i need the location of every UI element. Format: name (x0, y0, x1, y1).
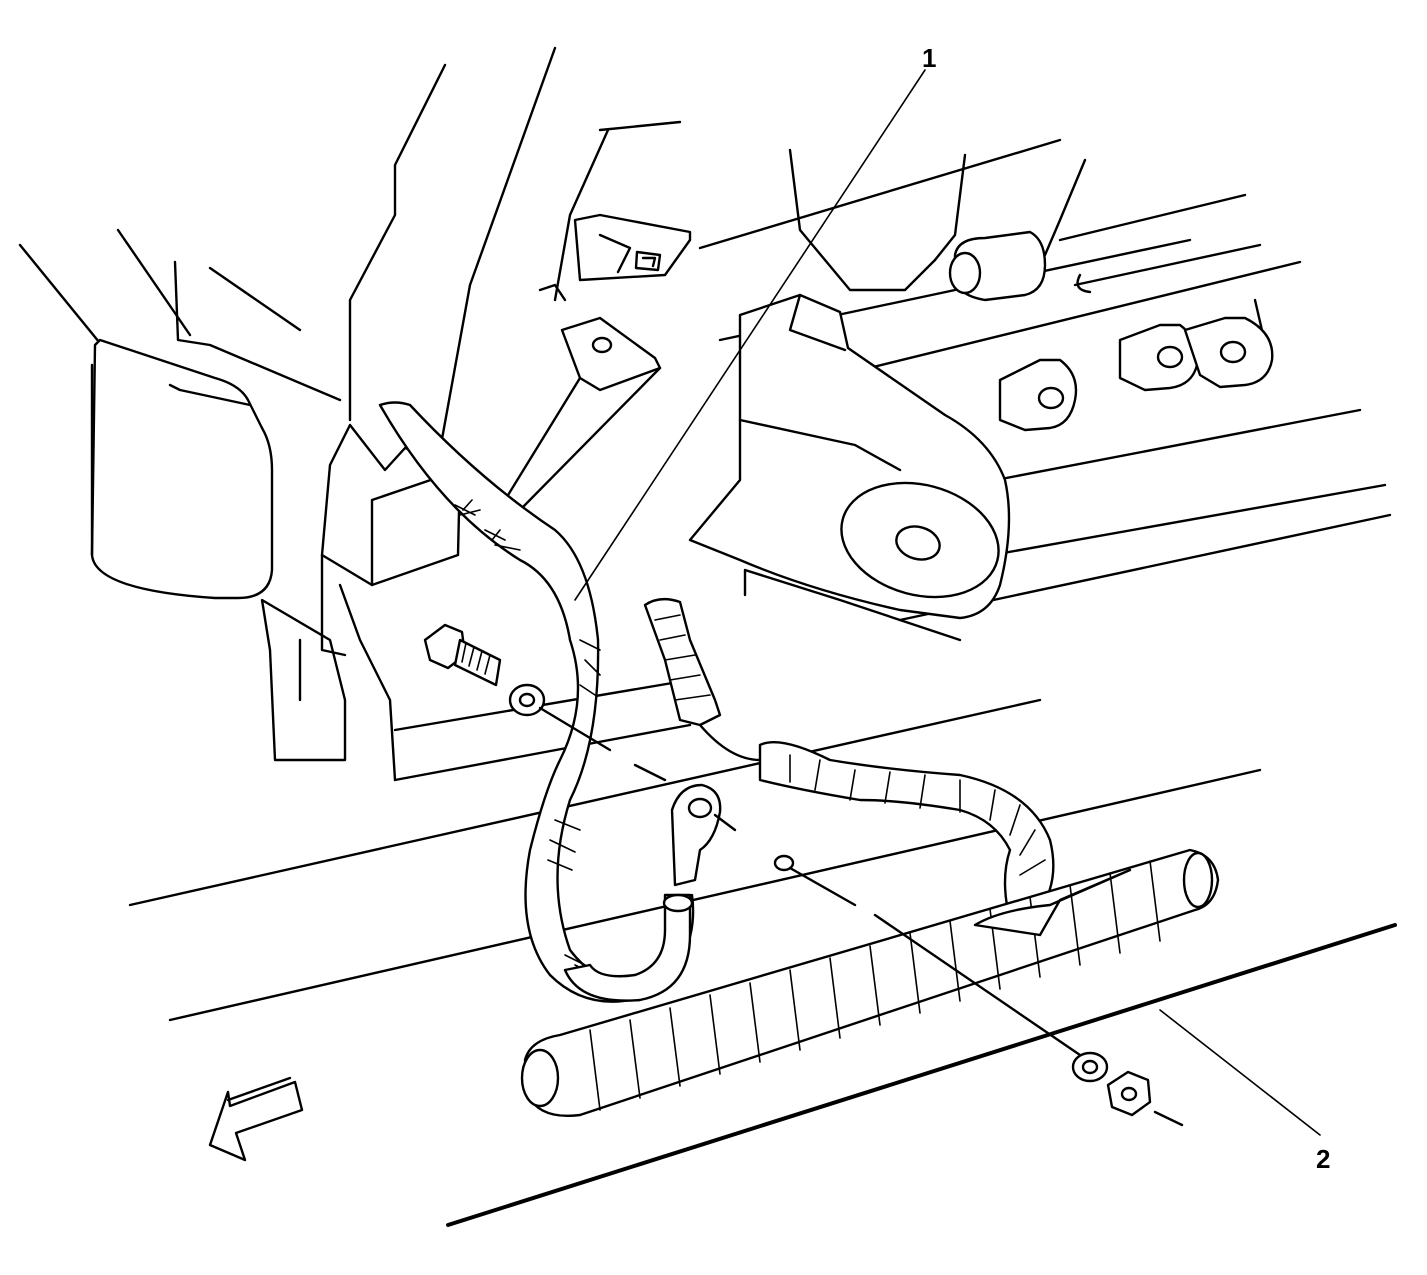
ground-strap (378, 401, 695, 1003)
engine-mount (688, 293, 1011, 642)
callout-1: 1 (922, 43, 936, 73)
right-bosses (998, 316, 1274, 432)
frame-rails (128, 678, 1397, 1227)
cylinder-stud (948, 230, 1047, 302)
battery-cable (563, 783, 722, 1002)
arrow-front-icon (208, 1076, 304, 1162)
upper-bracket (503, 213, 692, 512)
callout-leaders (574, 69, 1321, 1136)
wiring-harness (520, 597, 1220, 1117)
left-block (90, 338, 347, 762)
bolt-assembly (423, 623, 737, 832)
nut-assembly (773, 854, 1184, 1127)
callout-2: 2 (1316, 1144, 1330, 1174)
